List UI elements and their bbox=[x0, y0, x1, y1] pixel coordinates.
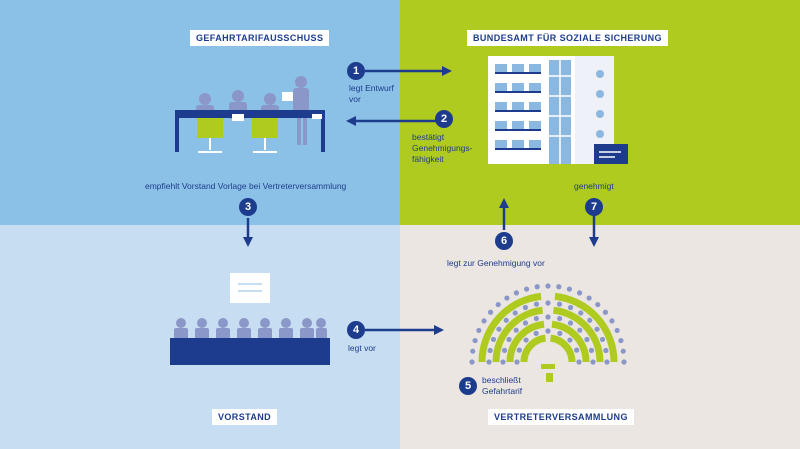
seat-dot bbox=[545, 314, 551, 320]
seat-dot bbox=[620, 348, 626, 354]
seat-dot bbox=[514, 359, 520, 365]
seat-dot bbox=[506, 336, 512, 343]
hemicycle-arc bbox=[554, 292, 618, 363]
seat-dot bbox=[594, 326, 600, 332]
seat-dot bbox=[469, 359, 475, 365]
seat-dot bbox=[503, 317, 509, 323]
seat-dot bbox=[557, 330, 563, 336]
step-1-badge: 1 bbox=[347, 62, 365, 80]
hemicycle-arc bbox=[478, 292, 542, 363]
hemicycle-arc bbox=[549, 334, 576, 363]
step-3-badge: 3 bbox=[239, 198, 257, 216]
seat-dot bbox=[522, 320, 529, 326]
step-4-badge: 4 bbox=[347, 321, 365, 339]
seat-dot bbox=[599, 336, 606, 343]
seat-dot bbox=[576, 290, 583, 296]
seat-dot bbox=[604, 359, 610, 365]
seat-dot bbox=[486, 359, 492, 365]
seat-dot bbox=[522, 304, 529, 311]
hemicycle-arc bbox=[552, 306, 604, 363]
seat-dot bbox=[472, 337, 478, 344]
seat-dot bbox=[618, 337, 624, 344]
seat-dot bbox=[476, 327, 482, 334]
seat-dot bbox=[587, 317, 593, 323]
seat-dot bbox=[557, 315, 563, 322]
seat-dot bbox=[495, 301, 501, 308]
assembly-label: VERTRETERVERSAMMLUNG bbox=[488, 409, 634, 425]
hemicycle-arc bbox=[551, 320, 590, 363]
step-5-badge: 5 bbox=[459, 377, 477, 395]
step-3-text: empfiehlt Vorstand Vorlage bei Vertreter… bbox=[145, 181, 347, 191]
seat-dot bbox=[556, 284, 562, 290]
seat-dot bbox=[533, 315, 539, 322]
committee-table-icon bbox=[175, 76, 325, 153]
seat-dot bbox=[513, 290, 520, 296]
seat-dot bbox=[576, 359, 582, 365]
seat-dot bbox=[586, 295, 592, 301]
hemicycle-arc bbox=[506, 320, 545, 363]
office-building-icon bbox=[488, 56, 628, 164]
seat-dot bbox=[567, 337, 573, 343]
seat-dot bbox=[545, 283, 551, 289]
seat-dot bbox=[545, 328, 551, 334]
seat-dot bbox=[567, 304, 574, 311]
seat-dot bbox=[490, 336, 497, 343]
seat-dot bbox=[533, 330, 539, 336]
seat-dot bbox=[588, 347, 595, 353]
step-6-text: legt zur Genehmigung vor bbox=[447, 258, 545, 268]
seat-dot bbox=[496, 326, 502, 332]
seat-dot bbox=[487, 347, 493, 354]
seat-dot bbox=[574, 347, 580, 353]
step-7-badge: 7 bbox=[585, 198, 603, 216]
seat-dot bbox=[602, 309, 609, 315]
seat-dot bbox=[513, 327, 519, 333]
seat-dot bbox=[500, 359, 506, 365]
seat-dot bbox=[595, 301, 601, 308]
seat-dot bbox=[567, 320, 574, 326]
seat-dot bbox=[481, 318, 487, 324]
seat-dot bbox=[533, 301, 540, 307]
step-2-badge: 2 bbox=[435, 110, 453, 128]
hemicycle-arc bbox=[492, 306, 544, 363]
document-icon bbox=[230, 273, 270, 303]
committee-label: GEFAHRTARIFAUSSCHUSS bbox=[190, 30, 330, 46]
seat-dot bbox=[545, 300, 551, 306]
seat-dot bbox=[501, 347, 508, 353]
federal-office-label: BUNDESAMT FÜR SOZIALE SICHERUNG bbox=[467, 30, 668, 46]
board-table-icon bbox=[170, 273, 330, 365]
seat-dot bbox=[516, 347, 522, 353]
seat-dot bbox=[523, 286, 530, 292]
seat-dot bbox=[566, 286, 573, 292]
seat-dot bbox=[487, 309, 494, 315]
parliament-hemicycle-icon bbox=[469, 283, 627, 382]
seat-dot bbox=[534, 284, 540, 290]
seat-dot bbox=[584, 336, 590, 343]
seat-dot bbox=[577, 327, 583, 333]
seat-dot bbox=[578, 310, 584, 316]
step-4-text: legt vor bbox=[348, 343, 376, 353]
seat-dot bbox=[512, 310, 518, 316]
hemicycle-arc bbox=[520, 334, 547, 363]
seat-dot bbox=[621, 359, 627, 365]
seat-dot bbox=[470, 348, 476, 354]
step-6-badge: 6 bbox=[495, 232, 513, 250]
seat-dot bbox=[603, 347, 609, 354]
seat-dot bbox=[590, 359, 596, 365]
step-7-text: genehmigt bbox=[574, 181, 614, 191]
seat-dot bbox=[614, 327, 620, 334]
seat-dot bbox=[504, 295, 510, 301]
seat-dot bbox=[609, 318, 615, 324]
seat-dot bbox=[523, 337, 529, 343]
seat-dot bbox=[556, 301, 563, 307]
board-label: VORSTAND bbox=[212, 409, 278, 425]
